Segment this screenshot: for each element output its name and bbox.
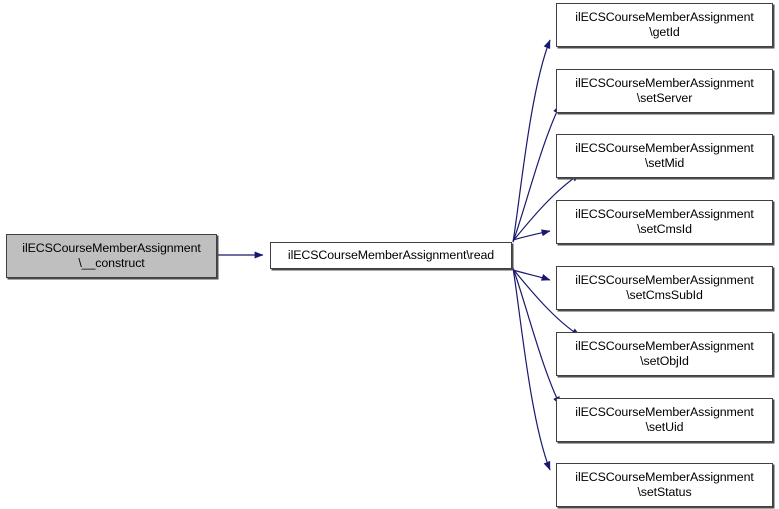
graph-node-read[interactable]: ilECSCourseMemberAssignment\read xyxy=(270,242,512,269)
call-edge-read-to-setCmsSubId xyxy=(512,269,551,281)
graph-node-setStatus[interactable]: ilECSCourseMemberAssignment \setStatus xyxy=(556,463,773,507)
graph-node-setUid[interactable]: ilECSCourseMemberAssignment \setUid xyxy=(556,398,773,442)
graph-node-label: ilECSCourseMemberAssignment \__construct xyxy=(22,241,201,270)
call-edge-read-to-setUid xyxy=(512,267,561,406)
graph-node-label: ilECSCourseMemberAssignment \setStatus xyxy=(575,470,754,499)
graph-node-setMid[interactable]: ilECSCourseMemberAssignment \setMid xyxy=(556,134,773,178)
graph-node-label: ilECSCourseMemberAssignment \setCmsId xyxy=(575,207,754,236)
call-edge-read-to-setServer xyxy=(512,104,561,243)
graph-node-label: ilECSCourseMemberAssignment \setServer xyxy=(575,76,754,105)
graph-node-construct[interactable]: ilECSCourseMemberAssignment \__construct xyxy=(6,234,217,278)
call-edge-read-to-getId xyxy=(512,39,551,243)
call-edge-read-to-setStatus xyxy=(512,267,551,471)
graph-node-label: ilECSCourseMemberAssignment\read xyxy=(287,248,495,263)
graph-node-setObjId[interactable]: ilECSCourseMemberAssignment \setObjId xyxy=(556,332,773,376)
graph-node-label: ilECSCourseMemberAssignment \setMid xyxy=(575,141,754,170)
graph-node-setServer[interactable]: ilECSCourseMemberAssignment \setServer xyxy=(556,69,773,113)
graph-node-setCmsId[interactable]: ilECSCourseMemberAssignment \setCmsId xyxy=(556,200,773,244)
graph-node-label: ilECSCourseMemberAssignment \setObjId xyxy=(575,339,754,368)
call-edge-read-to-setCmsId xyxy=(512,229,551,241)
graph-node-getId[interactable]: ilECSCourseMemberAssignment \getId xyxy=(556,3,773,47)
graph-node-setCmsSubId[interactable]: ilECSCourseMemberAssignment \setCmsSubId xyxy=(556,266,773,310)
graph-node-label: ilECSCourseMemberAssignment \setCmsSubId xyxy=(575,273,754,302)
graph-node-label: ilECSCourseMemberAssignment \getId xyxy=(575,10,754,39)
graph-node-label: ilECSCourseMemberAssignment \setUid xyxy=(575,405,754,434)
